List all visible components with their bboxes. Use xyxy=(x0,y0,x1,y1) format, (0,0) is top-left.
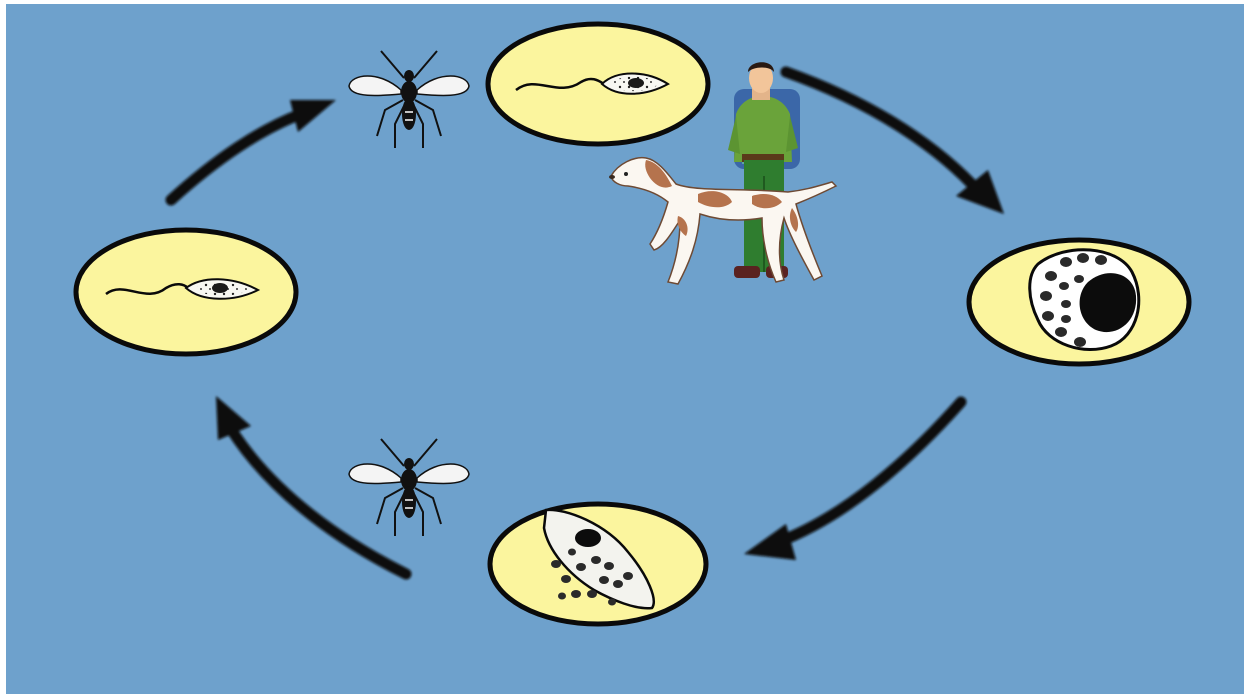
stage-ruptured-cell xyxy=(487,501,709,627)
sandfly-icon xyxy=(348,50,470,148)
sandfly-top xyxy=(348,50,470,148)
arrow-right-down xyxy=(744,396,967,560)
stage-promastigote-left xyxy=(73,227,299,357)
infected-macrophage-icon xyxy=(1028,248,1141,351)
diagram-background xyxy=(6,4,1244,694)
ruptured-cell-icon xyxy=(542,508,655,610)
pointer-dog-icon xyxy=(609,156,838,285)
arrow-left-up xyxy=(165,100,336,206)
arrow-top-right xyxy=(780,66,1004,214)
diagram-canvas xyxy=(6,4,1244,694)
promastigote-icon xyxy=(515,72,670,95)
sandfly-icon xyxy=(348,438,470,536)
arrow-bottom-left xyxy=(216,396,412,580)
stage-amastigote-macrophage xyxy=(966,237,1192,367)
stage-promastigote-top xyxy=(485,21,711,147)
promastigote-icon xyxy=(105,278,261,300)
sandfly-bottom xyxy=(348,438,470,536)
dog-host xyxy=(609,156,838,285)
